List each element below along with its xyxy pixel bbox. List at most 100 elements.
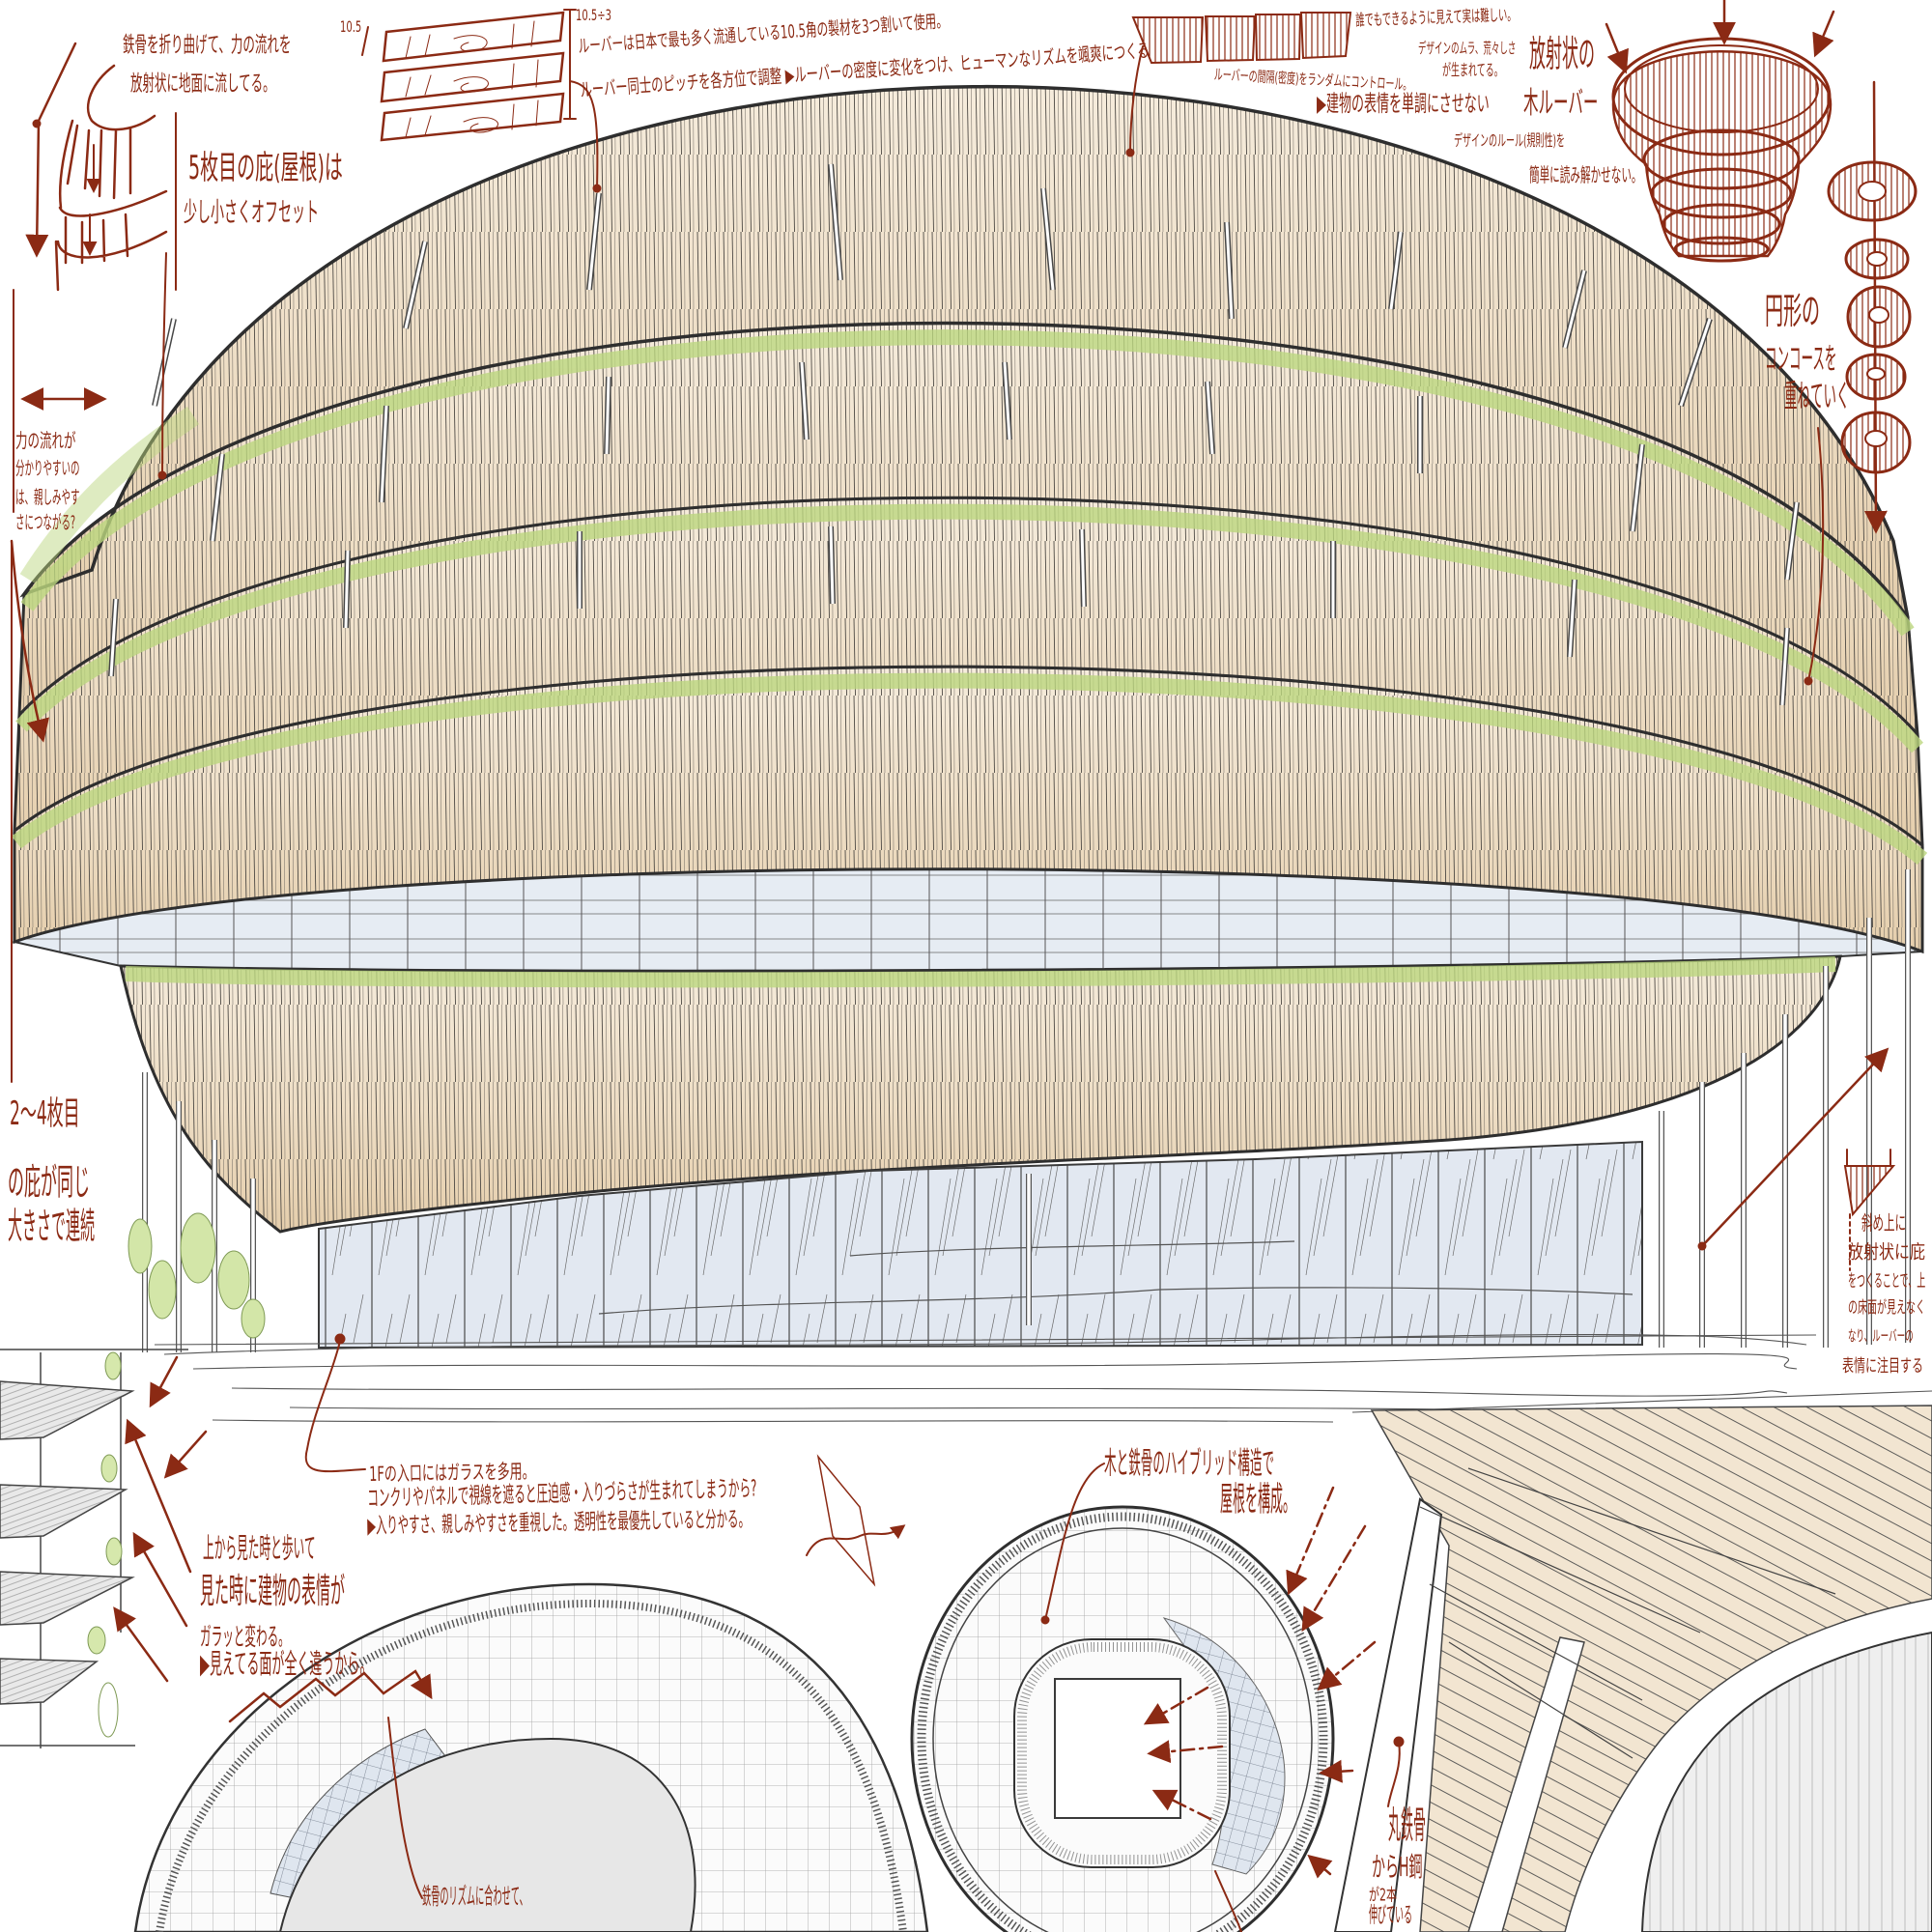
- dashed-arrow: [1147, 1740, 1224, 1764]
- note-h-steel: 丸鉄骨: [1388, 1806, 1427, 1850]
- note-view-change: 見た時に建物の表情が: [200, 1570, 346, 1612]
- stadium-facade: [11, 84, 1928, 1234]
- eave-section: [0, 1571, 135, 1626]
- louver-ring: [1624, 44, 1819, 133]
- h-steel-rib: [1467, 1636, 1585, 1932]
- dot: [1804, 676, 1813, 686]
- force-flow-arrow: [25, 42, 77, 258]
- note-hybrid-roof: 木と鉄骨のハイブリッド構造で: [1104, 1444, 1275, 1481]
- eave-1-louvers: [119, 954, 1842, 1234]
- zigzag-rhythm-arrow: [228, 1669, 433, 1723]
- leader-line: [1214, 1870, 1242, 1932]
- note-design-rule: デザインのルール(規則性)を: [1454, 133, 1566, 152]
- view-arrow: [132, 1531, 188, 1628]
- tree: [217, 1250, 250, 1310]
- louver-spacing-diagram: [1131, 12, 1352, 65]
- view-arrow: [113, 1606, 169, 1683]
- plant: [98, 1682, 119, 1738]
- plank: [380, 92, 565, 142]
- eave-section: [0, 1658, 99, 1705]
- greenery-bands: [12, 329, 1928, 988]
- bracket-line: [11, 289, 14, 1083]
- disk-hole: [1866, 367, 1886, 381]
- note-radial-louver: 木ルーバー: [1523, 86, 1599, 121]
- dot: [1697, 1241, 1707, 1251]
- dashed-arrow: [1301, 1524, 1367, 1633]
- note-looks-easy: デザインのムラ、荒々しさ: [1418, 41, 1517, 59]
- tree: [128, 1218, 153, 1274]
- bent-steel-diagram: [54, 64, 168, 292]
- roof-beam-lines: [1419, 1467, 1836, 1759]
- note-diagonal-eave: 放射状に庇: [1848, 1240, 1926, 1264]
- entrance-glass-wall: [318, 1140, 1643, 1350]
- eave-section: [0, 1484, 128, 1539]
- note-steel-bending: 鉄骨を折り曲げて、力の流れを: [123, 31, 292, 58]
- note-diagonal-eave: 表情に注目する: [1842, 1355, 1924, 1377]
- leader-line: [569, 80, 599, 189]
- entrance-interior-floor: [598, 1240, 1634, 1315]
- pointer-arrow: [1605, 22, 1629, 74]
- note-h-steel: 伸びている: [1369, 1905, 1413, 1930]
- greenery-band: [15, 503, 1923, 753]
- plank: [382, 11, 565, 63]
- dashed-arrow: [1317, 1640, 1377, 1691]
- louver-ring: [1673, 236, 1770, 263]
- dot: [32, 119, 42, 128]
- note-radial-louver: 放射状の: [1529, 34, 1595, 77]
- note-louver-spacing: ▶建物の表情を単調にさせない: [1317, 92, 1490, 119]
- note-eaves-2-4: 2〜4枚目: [10, 1095, 80, 1134]
- note-steel-bending: 放射状に地面に流してる。: [130, 70, 275, 97]
- leader-line: [1387, 1741, 1401, 1807]
- pointer-arrow: [1812, 10, 1835, 58]
- note-diagonal-eave: 斜め上に: [1861, 1210, 1906, 1236]
- note-view-change: 上から見た時と歩いて: [203, 1531, 316, 1565]
- eave-arrow: [10, 539, 49, 743]
- note-view-change: ガラッと変わる。: [200, 1621, 290, 1652]
- note-force-flow: は、親しみやす: [15, 488, 80, 509]
- dashed-arrow: [1143, 1686, 1209, 1725]
- disk-hole: [1864, 430, 1888, 447]
- louver-plank-diagram: [361, 9, 577, 142]
- side-building-eaves: [0, 1349, 188, 1748]
- greenery-band: [19, 406, 200, 585]
- disk-hole: [1866, 251, 1888, 267]
- plank-split-label: 10.5÷3: [576, 8, 612, 25]
- louver-ring: [1650, 167, 1793, 219]
- plant: [105, 1537, 123, 1566]
- stadium-roof-rim: [917, 1512, 1328, 1932]
- stadium-wall: [1640, 1631, 1932, 1932]
- note-h-steel: が2本: [1369, 1885, 1397, 1906]
- dot: [1393, 1736, 1405, 1747]
- radial-louver-diagram: [1611, 37, 1833, 263]
- note-design-rule: 簡単に読み解かせない。: [1529, 165, 1642, 187]
- louver-panel: [1299, 12, 1352, 60]
- louver-panel: [1254, 14, 1302, 62]
- greenery-band: [125, 956, 1836, 988]
- stacked-concourse-disks: [1827, 160, 1918, 474]
- note-force-flow: 力の流れが: [15, 428, 76, 452]
- leader-line: [1129, 45, 1144, 154]
- note-circular-concourse: 円形の: [1765, 291, 1821, 333]
- note-diagonal-eave: なり、ルーバーの: [1848, 1328, 1914, 1347]
- glass-panel-sketch: [816, 1454, 876, 1587]
- dot: [157, 470, 167, 480]
- plant: [104, 1351, 122, 1380]
- tree: [180, 1212, 216, 1284]
- louver-ring: [1662, 203, 1781, 245]
- building-frame: [0, 1349, 188, 1748]
- note-h-steel: からH鋼: [1372, 1853, 1423, 1884]
- annotation-graphics: [10, 0, 1918, 1932]
- note-diagonal-eave: の床面が見えなく: [1848, 1299, 1925, 1318]
- trees: [128, 1212, 266, 1339]
- stadium-field: [1054, 1678, 1181, 1819]
- leader-line: [304, 1340, 366, 1473]
- note-circular-concourse: 重ねていく: [1784, 379, 1850, 416]
- plank-thickness-label: 10.5: [340, 19, 362, 37]
- dot: [592, 184, 602, 193]
- sight-line-arrow: [806, 1524, 906, 1556]
- dot: [1125, 148, 1135, 157]
- eave-triangle: [1843, 1165, 1896, 1217]
- stadium-inner-rim: [932, 1527, 1313, 1932]
- dashed-arrow: [1319, 1759, 1354, 1783]
